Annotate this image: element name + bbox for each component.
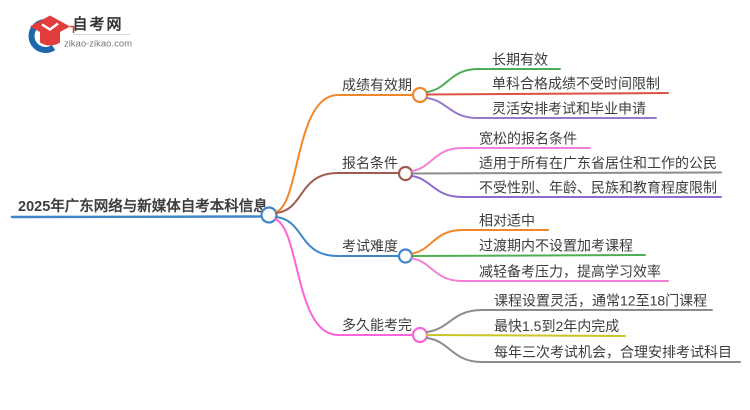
root-node: 2025年广东网络与新媒体自考本科信息 bbox=[10, 197, 278, 224]
leaf-connector bbox=[411, 257, 669, 282]
leaf-connector bbox=[426, 337, 741, 363]
leaf-label[interactable]: 适用于所有在广东省居住和工作的公民 bbox=[479, 155, 717, 171]
leaf-connector bbox=[411, 147, 591, 172]
leaf-connector bbox=[426, 92, 669, 96]
leaf-label[interactable]: 过渡期内不设置加考课程 bbox=[479, 238, 633, 254]
leaf-label[interactable]: 单科合格成绩不受时间限制 bbox=[492, 76, 660, 92]
branch-connector bbox=[274, 218, 413, 336]
graduation-cap-check bbox=[41, 22, 59, 31]
leaf-connector bbox=[426, 309, 713, 333]
branch-node-circle[interactable] bbox=[397, 248, 414, 264]
branch-connector bbox=[275, 216, 399, 257]
leaf-label[interactable]: 灵活安排考试和毕业申请 bbox=[492, 101, 646, 117]
branch-exam-difficulty: 考试难度 相对适中 过渡期内不设置加考课程 减轻备考压力，提高学习效率 bbox=[275, 213, 669, 282]
graduation-cap-tassel bbox=[70, 25, 75, 33]
root-node-circle[interactable] bbox=[260, 206, 278, 224]
leaf-connector bbox=[411, 171, 722, 175]
leaf-label[interactable]: 宽松的报名条件 bbox=[479, 131, 577, 147]
branch-label[interactable]: 多久能考完 bbox=[342, 317, 412, 333]
leaf-label[interactable]: 每年三次考试机会，合理安排考试科目 bbox=[494, 344, 732, 360]
branch-connector bbox=[275, 172, 399, 214]
leaf-connector bbox=[426, 334, 626, 337]
leaf-label[interactable]: 最快1.5到2年内完成 bbox=[494, 318, 619, 334]
branch-label[interactable]: 考试难度 bbox=[342, 238, 398, 254]
leaf-label[interactable]: 课程设置灵活，通常12至18门课程 bbox=[494, 293, 707, 309]
root-underline bbox=[10, 215, 263, 219]
branch-label[interactable]: 报名条件 bbox=[342, 155, 398, 171]
root-label[interactable]: 2025年广东网络与新媒体自考本科信息 bbox=[18, 197, 268, 215]
branch-node-circle[interactable] bbox=[411, 326, 429, 344]
graduation-cap-base bbox=[40, 31, 60, 46]
leaf-connector bbox=[426, 97, 657, 119]
leaf-connector bbox=[411, 175, 722, 198]
leaf-connector bbox=[411, 229, 549, 255]
branch-node-circle[interactable] bbox=[397, 165, 414, 182]
branch-registration-conditions: 报名条件 宽松的报名条件 适用于所有在广东省居住和工作的公民 不受性别、年龄、民… bbox=[275, 131, 722, 214]
logo-site-name: 自考网 bbox=[72, 15, 123, 33]
leaf-label[interactable]: 长期有效 bbox=[492, 52, 548, 68]
branch-completion-time: 多久能考完 课程设置灵活，通常12至18门课程 最快1.5到2年内完成 每年三次… bbox=[274, 218, 741, 363]
branch-label[interactable]: 成绩有效期 bbox=[342, 77, 412, 93]
leaf-connector bbox=[411, 254, 646, 257]
leaf-label[interactable]: 减轻备考压力，提高学习效率 bbox=[479, 264, 661, 280]
logo: 自考网 zikao-zikao.com bbox=[28, 15, 132, 53]
leaf-connector bbox=[426, 68, 561, 93]
branch-score-validity: 成绩有效期 长期有效 单科合格成绩不受时间限制 灵活安排考试和毕业申请 bbox=[275, 52, 669, 213]
leaf-label[interactable]: 相对适中 bbox=[479, 213, 535, 229]
leaf-label[interactable]: 不受性别、年龄、民族和教育程度限制 bbox=[479, 180, 717, 196]
branch-connector bbox=[275, 94, 413, 213]
logo-site-url: zikao-zikao.com bbox=[64, 39, 132, 50]
branch-node-circle[interactable] bbox=[411, 86, 429, 104]
